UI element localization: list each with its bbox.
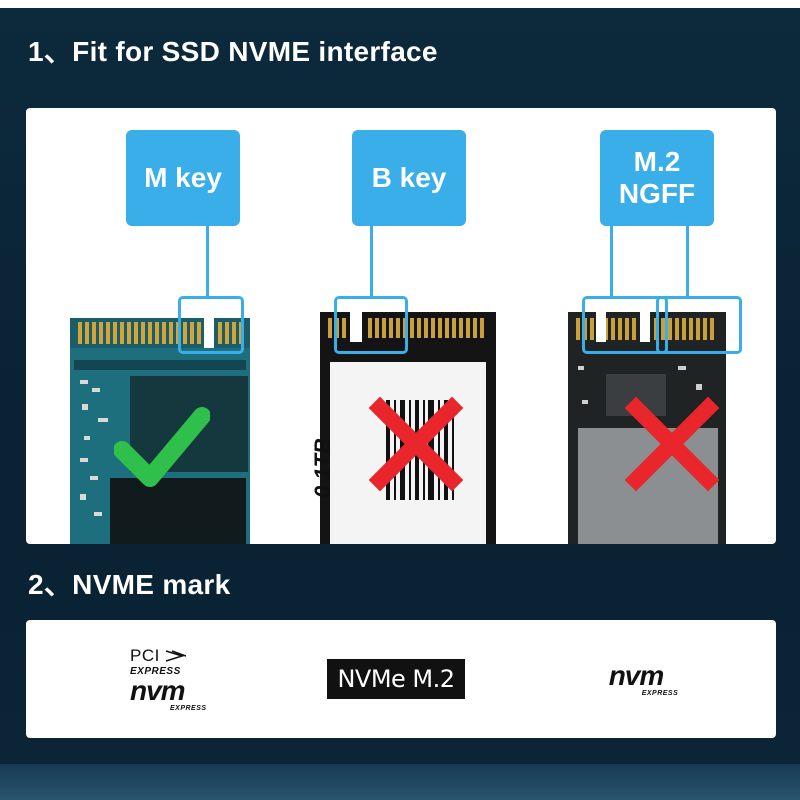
b-key-notch-highlight [334, 296, 408, 354]
m-key-notch-highlight [178, 296, 244, 354]
nvm-express-text: EXPRESS [170, 705, 207, 712]
ngff-card: M.2 NGFF [526, 108, 776, 544]
pci-express-text: EXPRESS [130, 666, 181, 677]
chevron-right-icon [165, 650, 186, 662]
b-key-sticker-text: 0 1TB [310, 438, 335, 498]
cross-icon [624, 396, 720, 492]
m-key-ssd-image [70, 318, 250, 544]
key-types-panel: M key [26, 108, 776, 544]
ngff-connector-right [686, 226, 689, 298]
nvm-logo-express-text: EXPRESS [641, 689, 679, 697]
b-key-connector [370, 226, 373, 298]
section1-heading: 1、Fit for SSD NVME interface [28, 36, 438, 67]
nvme-marks-panel: PCI EXPRESS nvm EXPRESS NVMe M.2 nvm EXP… [26, 620, 776, 738]
pci-text: PCI [130, 646, 160, 665]
nvm-express-logo: nvm EXPRESS [556, 620, 716, 738]
ngff-notch-highlight-right [656, 296, 742, 354]
section2-heading: 2、NVME mark [28, 569, 231, 600]
check-icon [114, 407, 210, 487]
ngff-connector-left [610, 226, 613, 298]
nvm-logo-text: nvm [608, 659, 665, 691]
cross-icon [368, 396, 464, 492]
ngff-label-line1: M.2 [633, 145, 681, 177]
b-key-label: B key [352, 130, 466, 226]
ngff-label-line2: NGFF [618, 178, 696, 209]
nvme-m2-text: NVMe M.2 [327, 659, 465, 699]
ngff-notch-highlight-left [582, 296, 668, 354]
nvme-m2-logo: NVMe M.2 [306, 620, 486, 738]
b-key-card: B key 0 1TB [276, 108, 526, 544]
m-key-connector [206, 226, 209, 298]
nvm-text: nvm [130, 675, 186, 706]
ngff-label: M.2 NGFF [600, 130, 714, 226]
pci-express-nvm-logo: PCI EXPRESS nvm EXPRESS [106, 620, 266, 738]
m-key-card: M key [26, 108, 276, 544]
m-key-label: M key [126, 130, 240, 226]
